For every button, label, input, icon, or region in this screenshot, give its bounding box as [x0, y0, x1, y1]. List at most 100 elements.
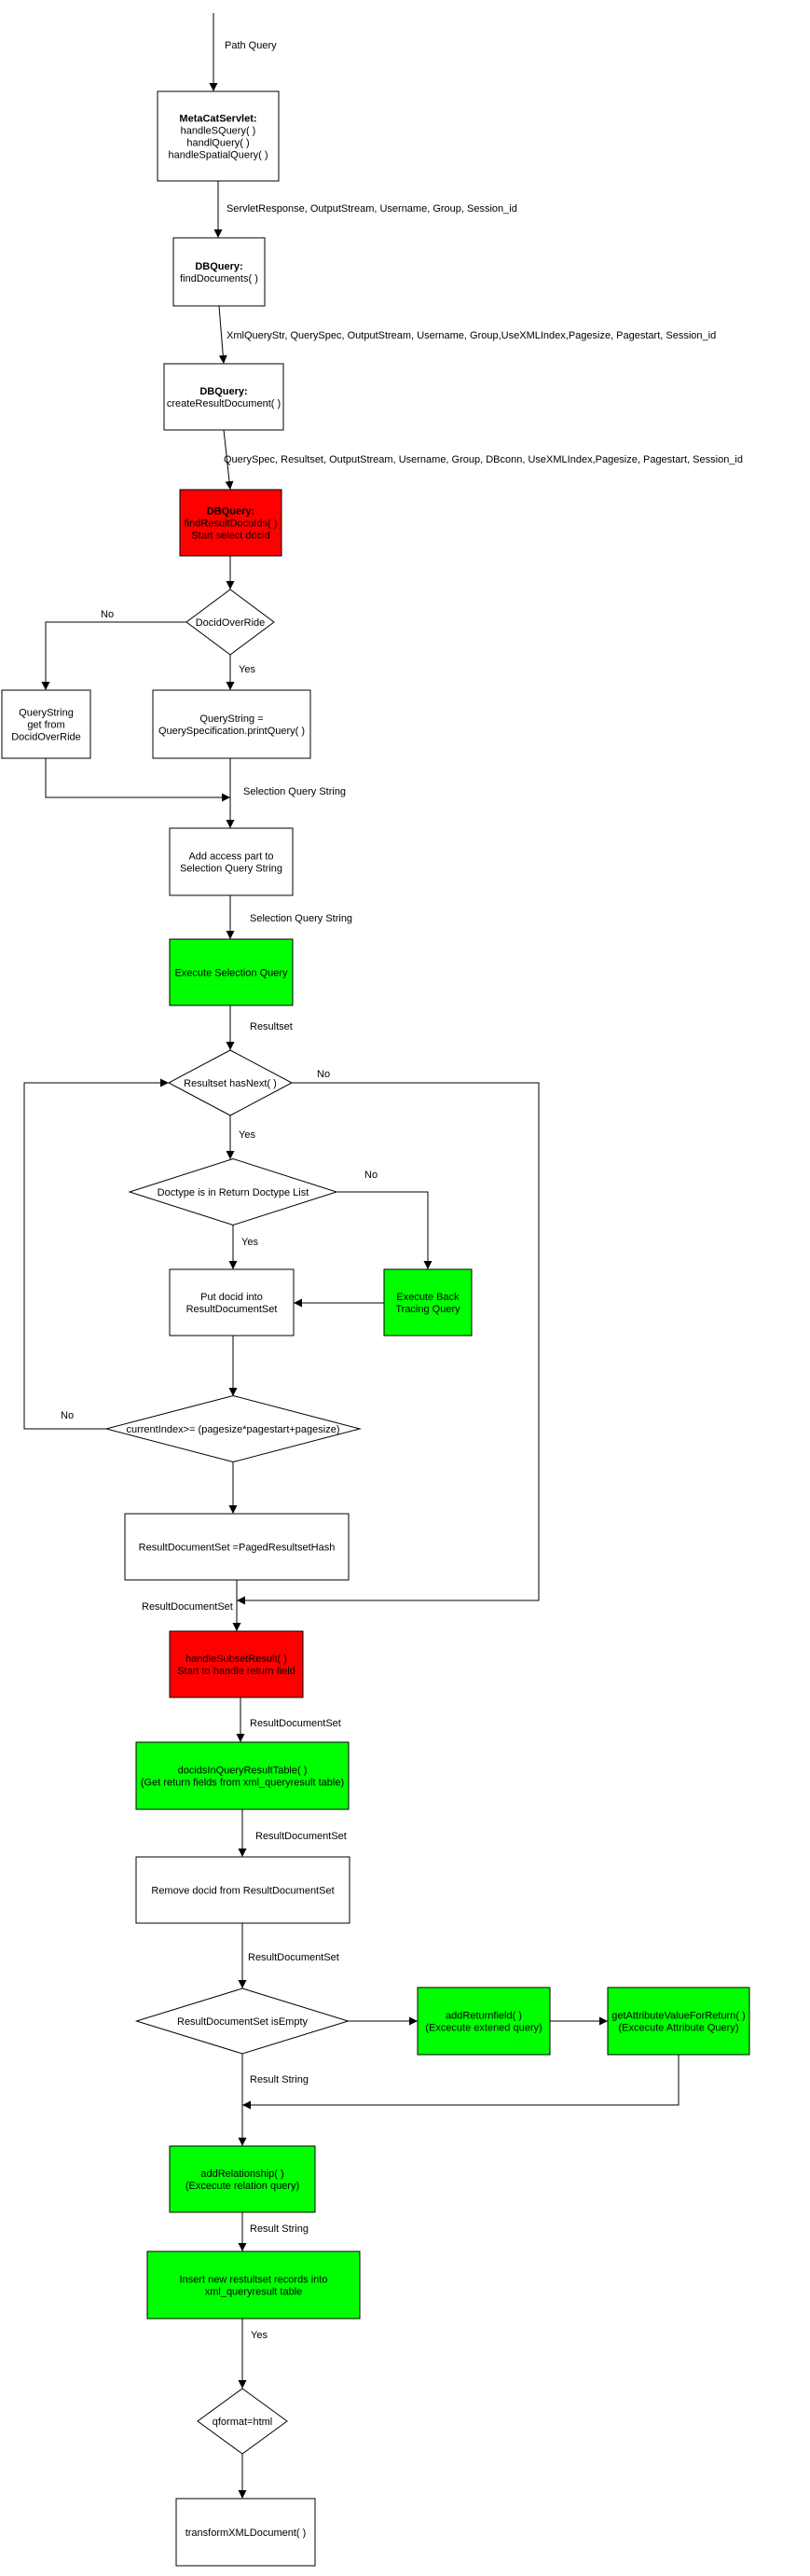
- edge-label-result-document-set-4: ResultDocumentSet: [248, 1952, 339, 1963]
- edge-label-selection-query-1: Selection Query String: [243, 786, 346, 797]
- node-text: ResultDocumentSet =PagedResultsetHash: [139, 1543, 336, 1554]
- connector-arrow: [223, 429, 234, 491]
- node-text: Selection Query String: [180, 864, 282, 875]
- box-shape: [169, 1630, 304, 1698]
- box-shape: [163, 363, 284, 431]
- edge-label-result-document-set-2: ResultDocumentSet: [250, 1718, 341, 1729]
- box-shape: [179, 489, 282, 557]
- edge-label-query-spec: QuerySpec, Resultset, OutputStream, User…: [224, 454, 743, 465]
- edge-label-resultset: Resultset: [250, 1021, 293, 1032]
- node-text: (Excecute extened query): [425, 2023, 542, 2034]
- node-text: addRelationship( ): [200, 2168, 283, 2180]
- connector-arrow: [45, 758, 230, 802]
- process-box-add-relationship: addRelationship( )(Excecute relation que…: [169, 2145, 316, 2213]
- node-text: transformXMLDocument( ): [185, 2528, 307, 2539]
- node-text: createResultDocument( ): [167, 398, 281, 409]
- node-text: docidsInQueryResultTable( ): [178, 1766, 308, 1777]
- node-text: Execute Back: [396, 1292, 460, 1303]
- box-shape: [383, 1268, 473, 1336]
- edge-label-result-document-set-1: ResultDocumentSet: [142, 1601, 233, 1613]
- decision-docid-override: DocidOverRide: [185, 589, 275, 656]
- edge-label-result-string-1: Result String: [250, 2074, 309, 2085]
- process-box-servlet: MetaCatServlet:handleSQuery( )handlQuery…: [157, 90, 280, 182]
- node-text: Start to handle return field: [177, 1666, 295, 1677]
- process-box-add-returnfield: addReturnfield( )(Excecute extened query…: [417, 1987, 551, 2056]
- decision-resultset-isempty: ResultDocumentSet isEmpty: [134, 1987, 350, 2055]
- node-text: addReturnfield( ): [446, 2011, 522, 2022]
- node-text: DocidOverRide: [196, 617, 266, 629]
- box-shape: [175, 2498, 316, 2567]
- node-text: (Excecute relation query): [185, 2181, 299, 2192]
- process-box-dbquery-find: DBQuery:findDocuments( ): [172, 237, 266, 307]
- node-text: ResultDocumentSet: [186, 1304, 278, 1315]
- node-text: DBQuery:: [195, 261, 242, 272]
- edge-label-insert-yes: Yes: [251, 2330, 268, 2341]
- node-text: Tracing Query: [395, 1304, 460, 1315]
- connector-arrow: [242, 2055, 680, 2110]
- node-text: handlQuery( ): [186, 138, 249, 149]
- box-shape: [135, 1741, 350, 1810]
- process-box-dbquery-create: DBQuery:createResultDocument( ): [163, 363, 284, 431]
- node-text: xml_queryresult table: [205, 2287, 303, 2298]
- diamond-shape: [128, 1157, 338, 1226]
- node-text: Doctype is in Return Doctype List: [158, 1187, 309, 1198]
- node-text: Insert new restultset records into: [180, 2275, 328, 2286]
- node-text: DBQuery:: [199, 386, 247, 397]
- node-text: get from: [27, 720, 64, 731]
- box-shape: [124, 1513, 350, 1581]
- edge-label-hasnext-no: No: [317, 1069, 330, 1080]
- process-box-insert-records: Insert new restultset records intoxml_qu…: [146, 2251, 361, 2320]
- diamond-shape: [167, 1049, 294, 1116]
- box-shape: [169, 938, 294, 1006]
- edge-label-selection-query-2: Selection Query String: [250, 913, 352, 924]
- node-text: currentIndex>= (pagesize*pagestart+pages…: [126, 1424, 339, 1435]
- diamond-shape: [104, 1394, 362, 1463]
- node-text: handleSQuery( ): [181, 126, 256, 137]
- process-box-transform-xml: transformXMLDocument( ): [175, 2498, 316, 2567]
- decision-currentindex-check: currentIndex>= (pagesize*pagestart+pages…: [104, 1394, 362, 1463]
- node-text: DBQuery:: [207, 506, 254, 518]
- process-box-get-attribute: getAttributeValueForReturn( )(Excecute A…: [607, 1987, 750, 2056]
- process-box-dbquery-result: DBQuery:findResultDocuIds( )Start select…: [179, 489, 282, 557]
- box-shape: [169, 1268, 295, 1336]
- edge-label-result-document-set-3: ResultDocumentSet: [255, 1831, 347, 1842]
- node-text: Resultset hasNext( ): [184, 1078, 277, 1089]
- edge-label-xml-query-str: XmlQueryStr, QuerySpec, OutputStream, Us…: [227, 330, 716, 341]
- diamond-shape: [197, 2388, 288, 2455]
- node-text: Add access part to: [188, 852, 273, 863]
- node-text: Put docid into: [200, 1292, 263, 1303]
- decision-resultset-hasnext: Resultset hasNext( ): [167, 1049, 294, 1116]
- diamond-shape: [185, 589, 275, 656]
- diamond-shape: [134, 1987, 350, 2055]
- box-shape: [152, 689, 311, 759]
- node-text: handleSpatialQuery( ): [168, 150, 268, 161]
- connector-arrow: [41, 621, 186, 690]
- node-text: Start select docid: [191, 531, 269, 542]
- edge-label-override-yes: Yes: [239, 664, 255, 675]
- process-box-paged-hash: ResultDocumentSet =PagedResultsetHash: [124, 1513, 350, 1581]
- edge-label-currentindex-no: No: [61, 1410, 74, 1421]
- connector-arrow: [218, 305, 227, 365]
- edge-label-result-string-2: Result String: [250, 2223, 309, 2235]
- process-box-execute-selection: Execute Selection Query: [169, 938, 294, 1006]
- edge-label-path-query: Path Query: [225, 40, 277, 51]
- node-text: Execute Selection Query: [174, 968, 288, 979]
- node-text: ResultDocumentSet isEmpty: [177, 2016, 308, 2028]
- box-shape: [417, 1987, 551, 2056]
- node-text: getAttributeValueForReturn( ): [611, 2011, 745, 2022]
- process-box-handle-subset: handleSubsetResult( )Start to handle ret…: [169, 1630, 304, 1698]
- node-text: Remove docid from ResultDocumentSet: [151, 1886, 334, 1897]
- process-box-remove-docid: Remove docid from ResultDocumentSet: [135, 1856, 350, 1924]
- node-text: handleSubsetResult( ): [185, 1654, 287, 1665]
- box-shape: [607, 1987, 750, 2056]
- edge-label-doctype-yes: Yes: [241, 1237, 258, 1248]
- box-shape: [157, 90, 280, 182]
- connector-arrow: [336, 1191, 432, 1269]
- node-text: QueryString =: [199, 713, 263, 725]
- node-text: findResultDocuIds( ): [185, 519, 278, 530]
- box-shape: [169, 827, 294, 896]
